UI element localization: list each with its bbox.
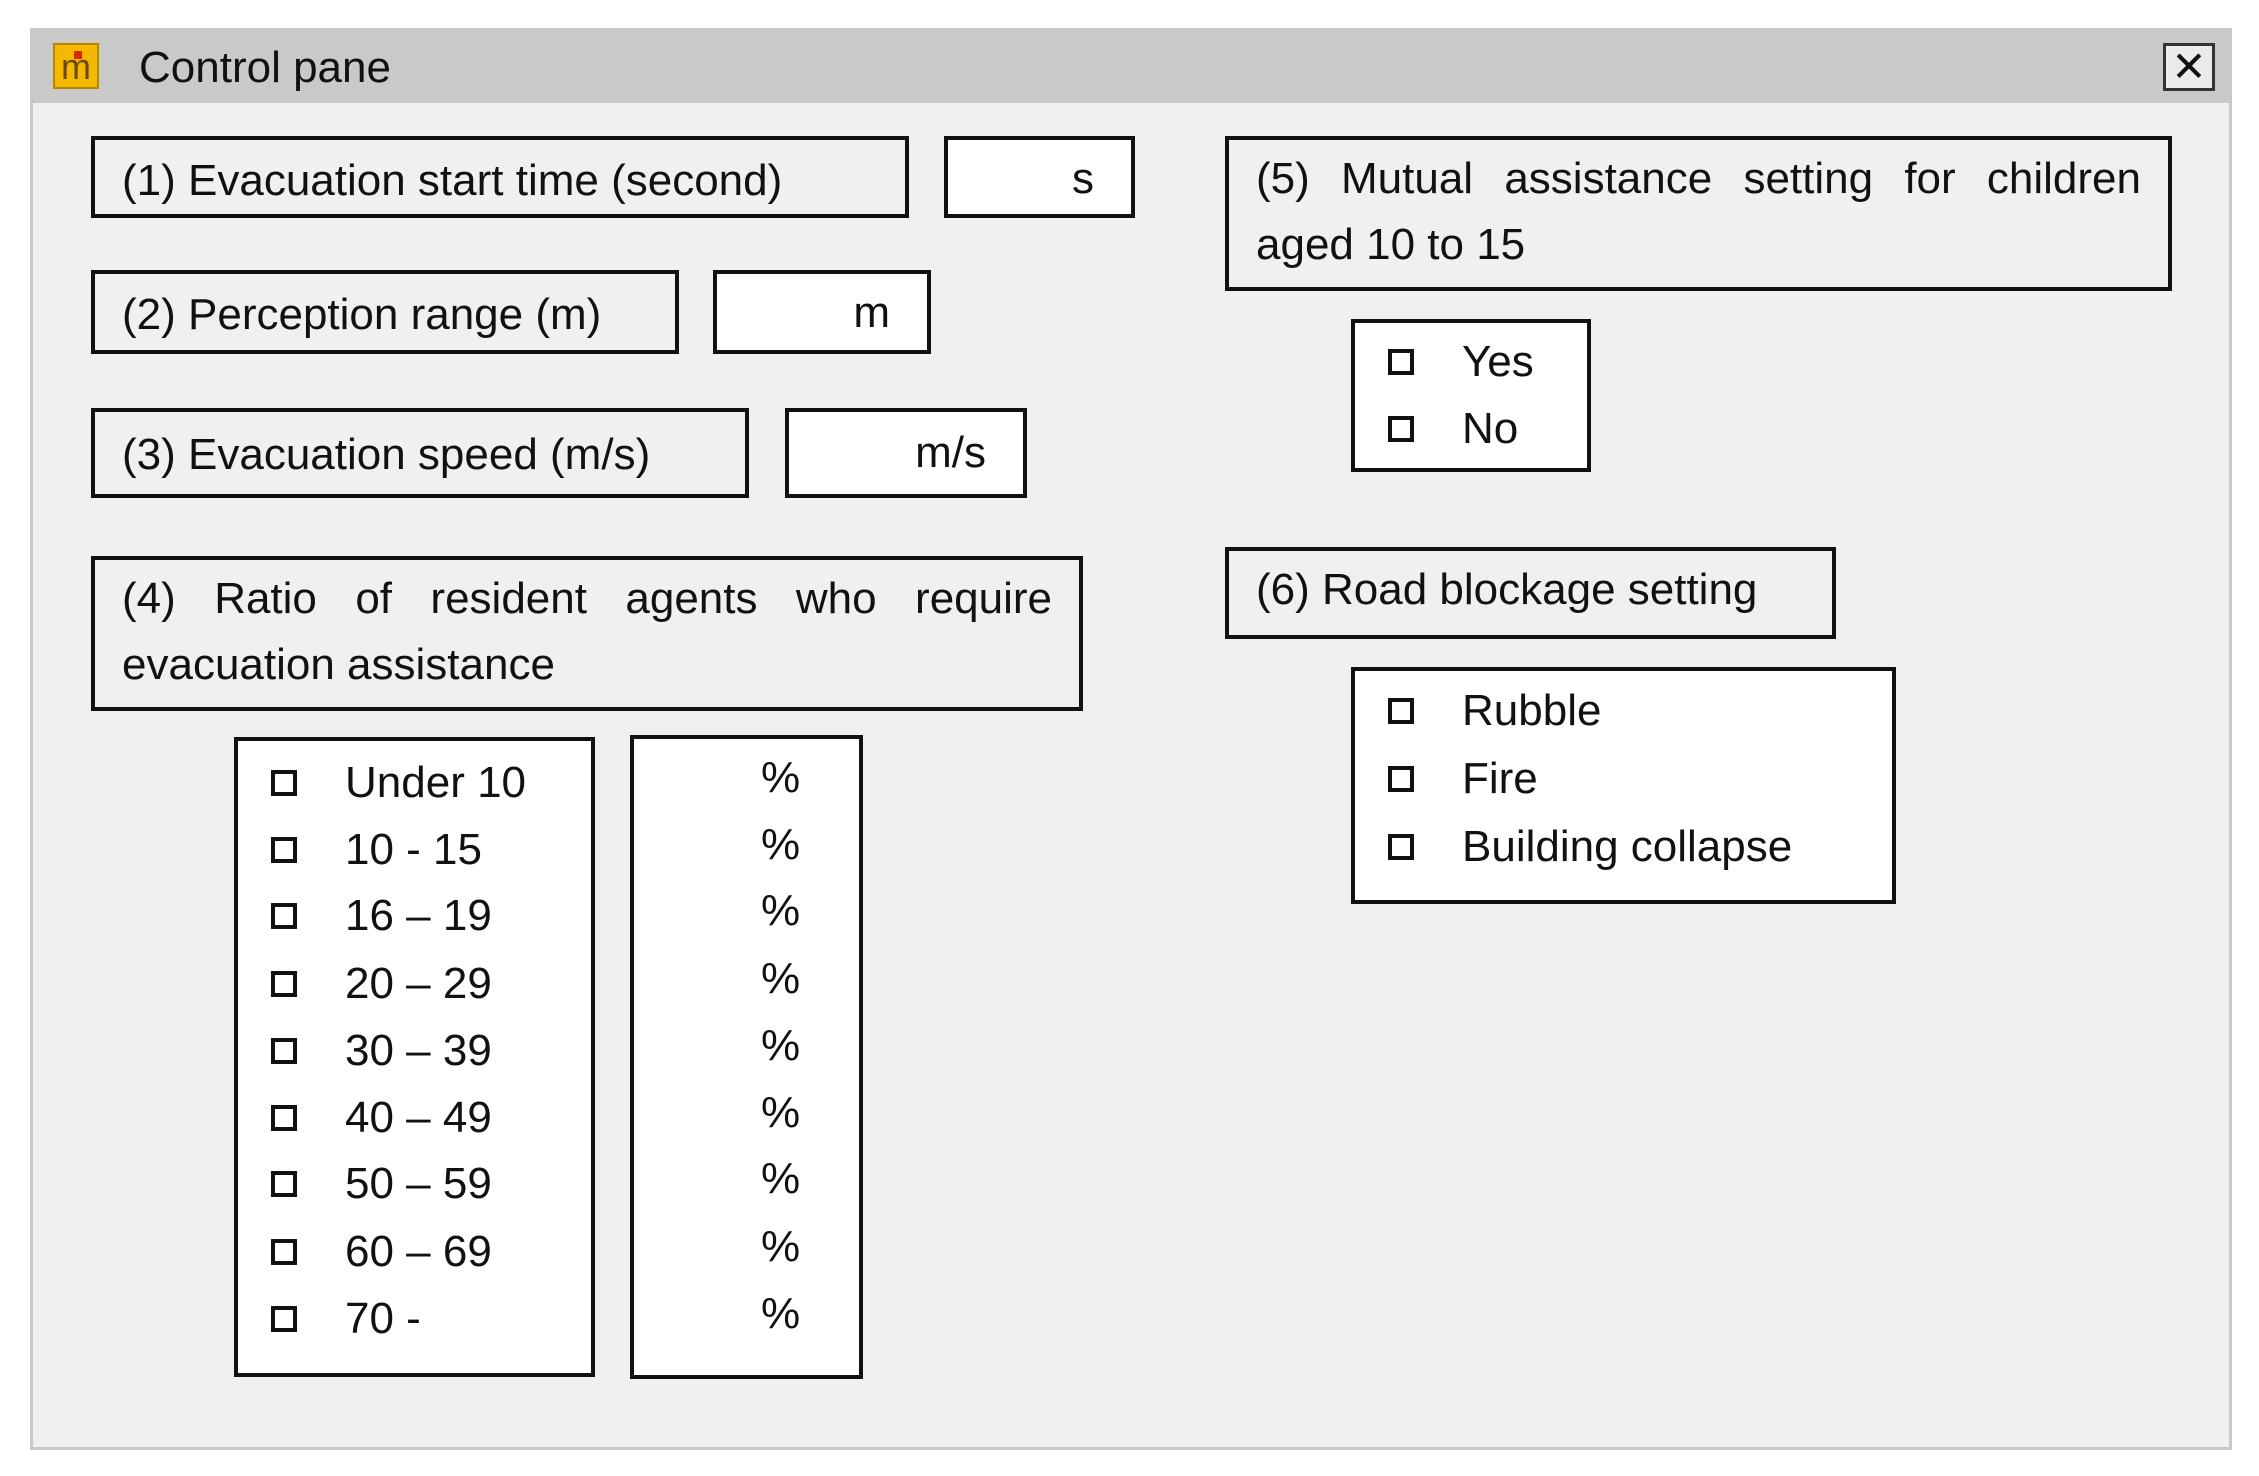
checkbox[interactable] <box>271 1306 297 1332</box>
road-blockage-options: Rubble Fire Building collapse <box>1351 667 1896 904</box>
mutual-assistance-options: Yes No <box>1351 319 1591 472</box>
checkbox[interactable] <box>271 770 297 796</box>
age-option-label: 60 – 69 <box>345 1227 492 1276</box>
percent-input-column[interactable]: % % % % % % % % % <box>630 735 863 1379</box>
control-pane-window: m Control pane ✕ (1) Evacuation start ti… <box>30 28 2232 1450</box>
fire-label: Fire <box>1462 754 1538 803</box>
checkbox[interactable] <box>271 1038 297 1064</box>
percent-field[interactable]: % <box>761 1088 801 1137</box>
start-time-label-box: (1) Evacuation start time (second) <box>91 136 909 218</box>
road-blockage-label-box: (6) Road blockage setting <box>1225 547 1836 639</box>
age-option-label: 50 – 59 <box>345 1159 492 1208</box>
no-checkbox[interactable] <box>1388 416 1414 442</box>
yes-checkbox[interactable] <box>1388 349 1414 375</box>
ratio-label: (4) Ratio of resident agents who require… <box>122 574 1052 689</box>
checkbox[interactable] <box>271 837 297 863</box>
checkbox[interactable] <box>271 1105 297 1131</box>
evacuation-speed-input[interactable]: m/s <box>785 408 1027 498</box>
yes-label: Yes <box>1462 337 1534 386</box>
age-option-label: 16 – 19 <box>345 891 492 940</box>
percent-field[interactable]: % <box>761 954 801 1003</box>
building-collapse-label: Building collapse <box>1462 822 1793 871</box>
percent-field[interactable]: % <box>761 886 801 935</box>
no-label: No <box>1462 404 1519 453</box>
percent-field[interactable]: % <box>761 1154 801 1203</box>
checkbox[interactable] <box>271 971 297 997</box>
perception-range-label: (2) Perception range (m) <box>122 290 602 339</box>
age-option-label: Under 10 <box>345 758 527 807</box>
perception-range-input[interactable]: m <box>713 270 931 354</box>
rubble-checkbox[interactable] <box>1388 698 1414 724</box>
age-option-label: 30 – 39 <box>345 1026 492 1075</box>
age-group-list: Under 10 10 - 15 16 – 19 20 – 29 30 – 39… <box>234 737 595 1377</box>
rubble-label: Rubble <box>1462 686 1602 735</box>
age-option-label: 70 - <box>345 1294 421 1343</box>
percent-field[interactable]: % <box>761 820 801 869</box>
percent-field[interactable]: % <box>761 753 801 802</box>
title-bar[interactable]: m Control pane ✕ <box>33 31 2229 103</box>
age-option-label: 10 - 15 <box>345 825 482 874</box>
building-collapse-checkbox[interactable] <box>1388 834 1414 860</box>
percent-field[interactable]: % <box>761 1289 801 1338</box>
percent-field[interactable]: % <box>761 1021 801 1070</box>
road-blockage-label: (6) Road blockage setting <box>1256 565 1758 614</box>
fire-checkbox[interactable] <box>1388 766 1414 792</box>
close-button[interactable]: ✕ <box>2163 43 2215 91</box>
start-time-label: (1) Evacuation start time (second) <box>122 156 783 205</box>
percent-field[interactable]: % <box>761 1222 801 1271</box>
evacuation-speed-label-box: (3) Evacuation speed (m/s) <box>91 408 749 498</box>
evacuation-speed-label: (3) Evacuation speed (m/s) <box>122 430 651 479</box>
age-option-label: 20 – 29 <box>345 959 492 1008</box>
mutual-assistance-label-box: (5) Mutual assistance setting for childr… <box>1225 136 2172 291</box>
mutual-assistance-label: (5) Mutual assistance setting for childr… <box>1256 154 2141 269</box>
checkbox[interactable] <box>271 1239 297 1265</box>
checkbox[interactable] <box>271 1171 297 1197</box>
ratio-label-box: (4) Ratio of resident agents who require… <box>91 556 1083 711</box>
app-logo-icon: m <box>53 43 99 89</box>
start-time-input[interactable]: s <box>944 136 1135 218</box>
window-title: Control pane <box>139 43 391 92</box>
age-option-label: 40 – 49 <box>345 1093 492 1142</box>
perception-range-label-box: (2) Perception range (m) <box>91 270 679 354</box>
checkbox[interactable] <box>271 903 297 929</box>
